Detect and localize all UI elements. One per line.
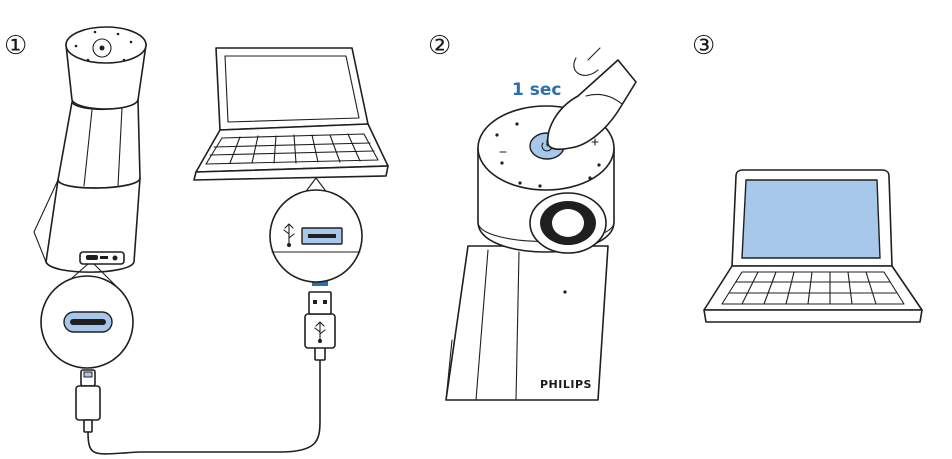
usb-cable <box>87 359 321 455</box>
usb-icon <box>283 223 295 247</box>
hold-duration-label: 1 sec <box>512 80 561 100</box>
usb-c-port-callout <box>40 263 134 369</box>
step-1-number: ① <box>4 31 27 61</box>
conference-speaker-closeup: PHILIPS <box>445 105 615 401</box>
usb-a-port-callout <box>269 177 363 283</box>
step-2-number: ② <box>428 31 451 61</box>
conference-speaker-device <box>33 26 147 273</box>
laptop-step-3 <box>703 169 923 323</box>
finger-press <box>547 47 637 150</box>
step-3-number: ③ <box>692 31 715 61</box>
usb-c-plug <box>75 369 101 433</box>
usb-a-plug <box>304 291 336 361</box>
brand-label: PHILIPS <box>540 378 592 391</box>
laptop-step-1 <box>193 47 389 181</box>
